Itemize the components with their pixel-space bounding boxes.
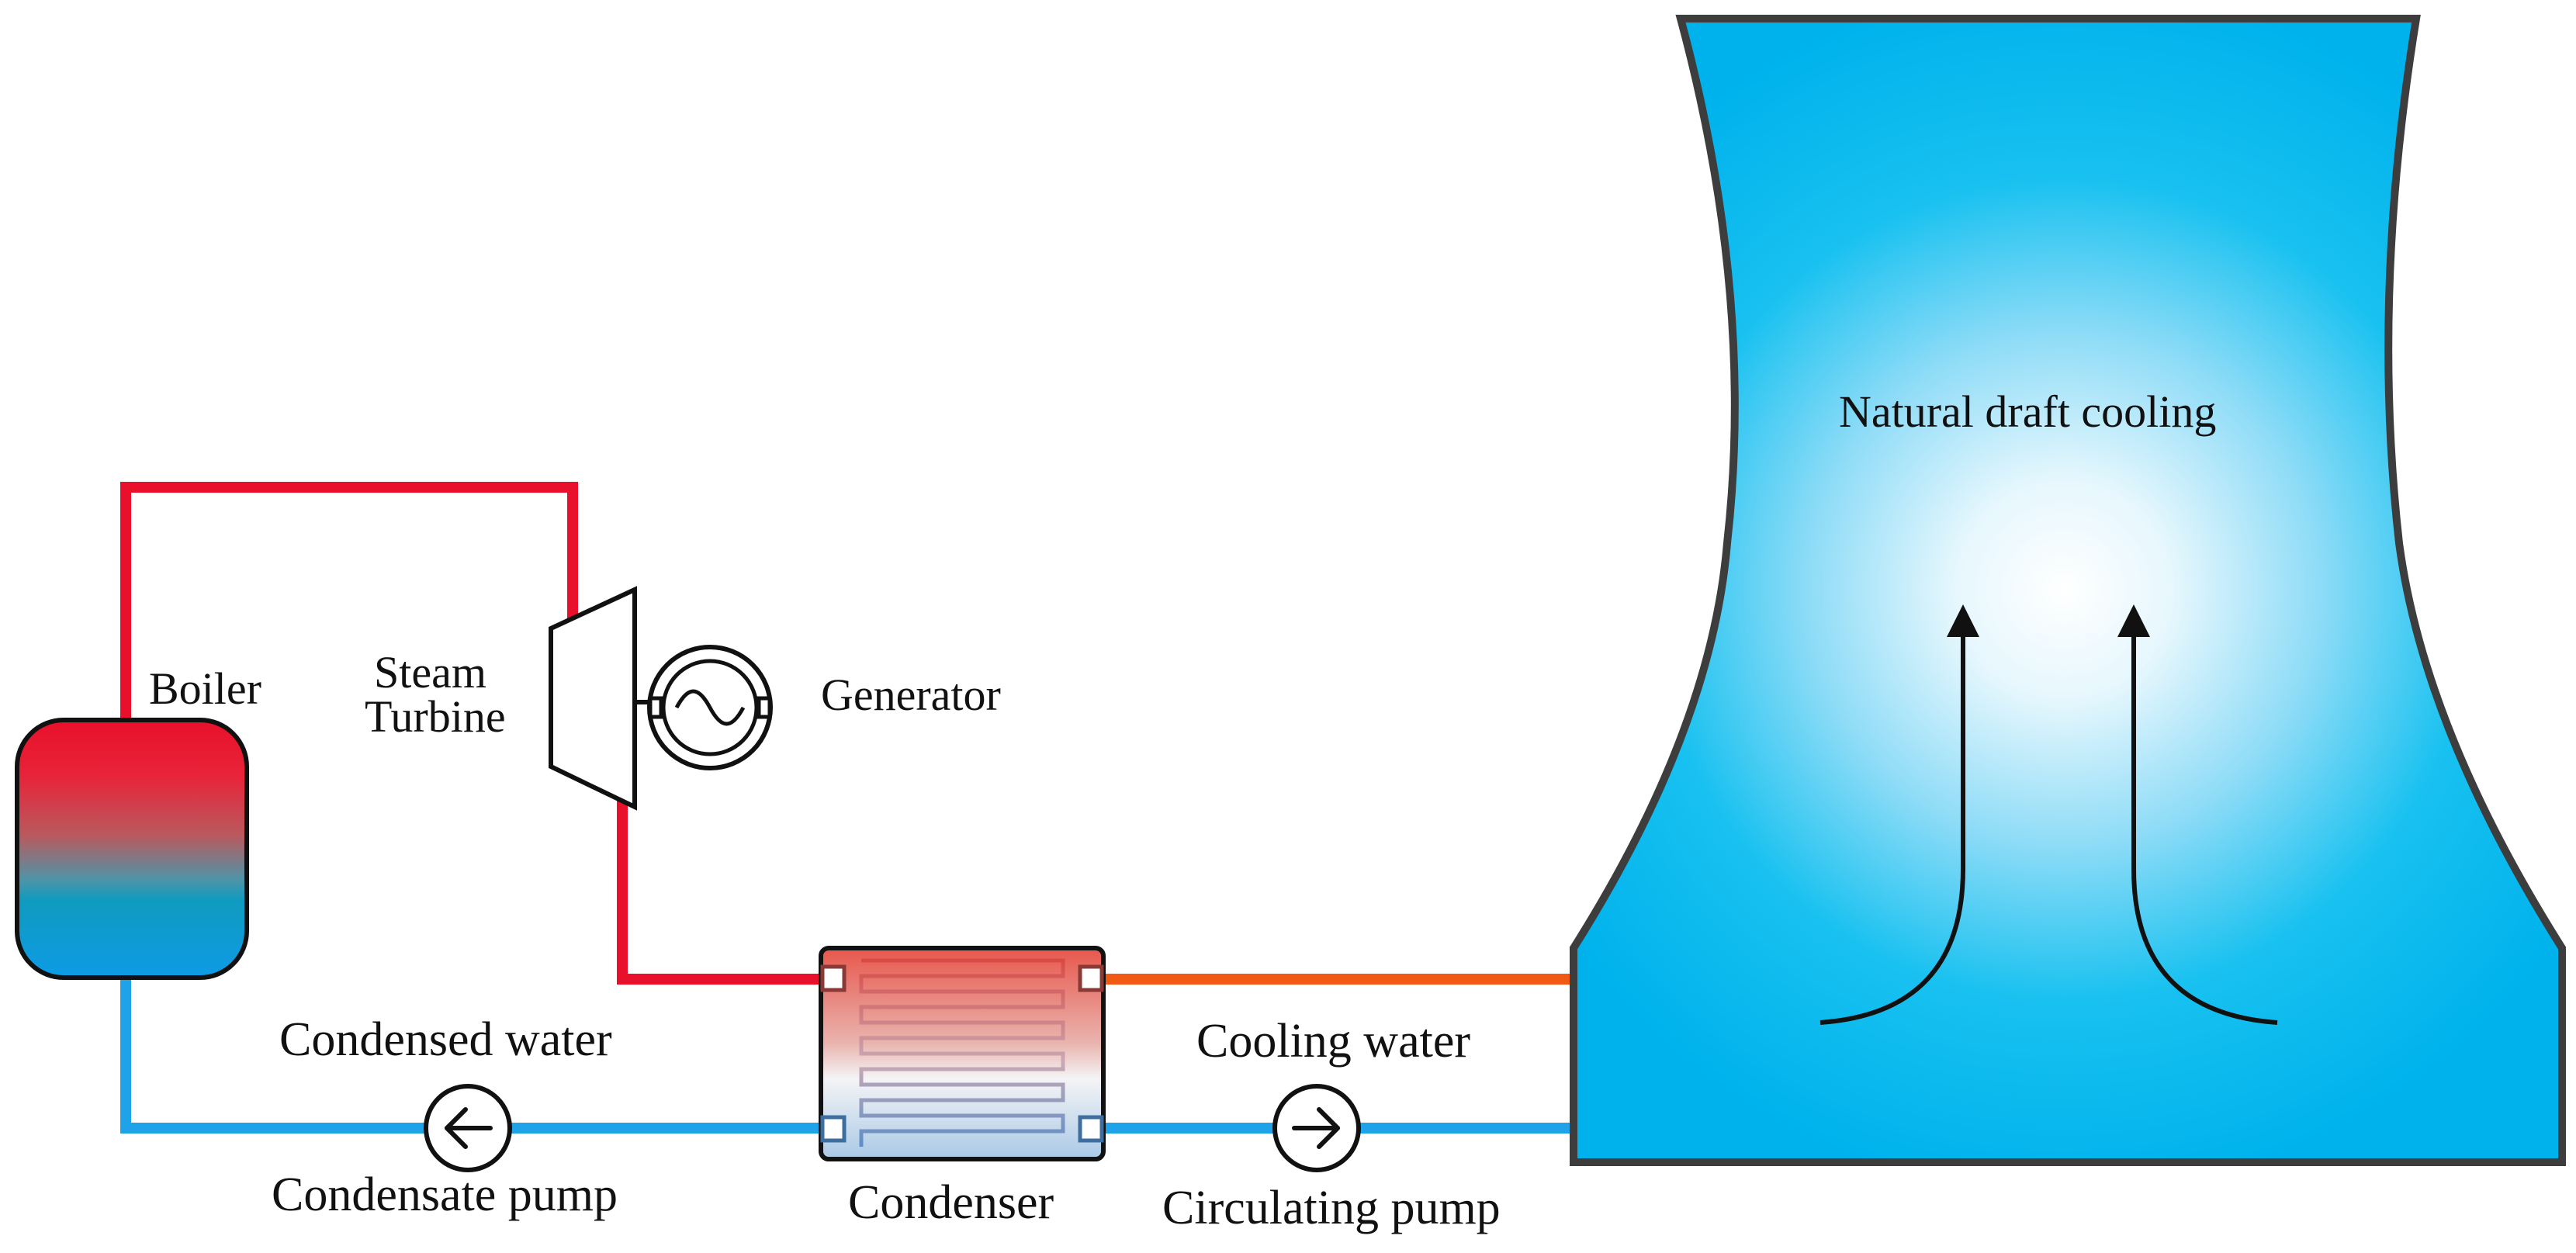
steam-line-to-turbine xyxy=(120,482,578,722)
boiler-label: Boiler xyxy=(149,663,261,714)
generator-inner-ring xyxy=(661,659,759,756)
steam-turbine-label-line2: Turbine xyxy=(365,691,506,742)
condensed-water-line xyxy=(120,974,822,1134)
arrow-right-circle-icon xyxy=(1292,1107,1340,1149)
condensed-water-label: Condensed water xyxy=(279,1013,612,1066)
cooling-water-label: Cooling water xyxy=(1196,1015,1470,1068)
generator-left-terminal xyxy=(648,696,663,719)
steam-line-to-condenser xyxy=(617,776,822,985)
sine-wave-icon xyxy=(674,689,746,726)
circulating-pump-label: Circulating pump xyxy=(1162,1182,1501,1234)
steam-turbine: Steam Turbine xyxy=(365,586,637,811)
cooling-tower: Natural draft cooling xyxy=(1570,15,2566,1166)
condenser-port-bottom-right xyxy=(1078,1115,1104,1143)
boiler: Boiler xyxy=(15,663,261,980)
air-flow-arrow-right xyxy=(2117,604,2278,1025)
condensate-pump: Condensed water Condensate pump xyxy=(272,1013,618,1221)
cooling-tower-label: Natural draft cooling xyxy=(1839,386,2216,437)
condenser-port-top-left xyxy=(820,964,847,992)
piping xyxy=(120,482,1575,1134)
cooling-tower-shell xyxy=(1570,15,2566,1166)
air-flow-arrow-left xyxy=(1819,604,1979,1025)
condenser-port-top-right xyxy=(1078,964,1104,992)
condenser: Condenser xyxy=(819,946,1106,1229)
generator-right-terminal xyxy=(757,696,772,719)
boiler-vessel xyxy=(15,718,249,980)
steam-turbine-label-line1: Steam xyxy=(374,647,486,697)
arrow-left-circle-icon xyxy=(445,1107,493,1149)
condenser-port-bottom-left xyxy=(820,1115,847,1143)
circulating-pump: Cooling water Circulating pump xyxy=(1162,1015,1501,1234)
condensate-pump-label: Condensate pump xyxy=(272,1168,618,1221)
generator-label: Generator xyxy=(821,670,1001,720)
turbine-icon xyxy=(549,586,637,811)
generator: Generator xyxy=(635,645,1001,770)
condenser-label: Condenser xyxy=(848,1176,1054,1229)
condenser-coil xyxy=(854,956,1070,1153)
